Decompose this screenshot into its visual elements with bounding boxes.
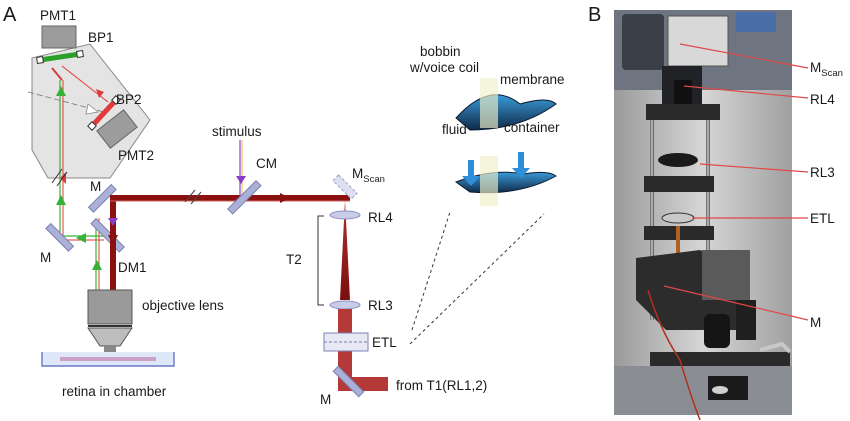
bp2-label: BP2 [116, 92, 142, 107]
relay-lens-rl3 [329, 300, 361, 310]
mirror-m-bottom-label: M [320, 392, 331, 407]
excitation-beam [108, 189, 350, 305]
rl3-label: RL3 [368, 298, 393, 313]
detection-unit [27, 43, 151, 179]
voice-coil-label: w/voice coil [409, 60, 479, 75]
mscan-label: MScan [352, 166, 385, 185]
relay-lens-rl4 [329, 210, 361, 220]
bp1-filter-icon [39, 51, 81, 63]
bobbin-label: bobbin [420, 44, 461, 59]
membrane-label: membrane [500, 72, 565, 87]
photo-mscan-label: MScan [810, 60, 843, 79]
relay-beam-t2 [340, 200, 350, 300]
t2-bracket [317, 215, 324, 306]
panel-label-a: A [3, 4, 17, 26]
t2-label: T2 [286, 252, 302, 267]
panel-label-b: B [588, 4, 601, 26]
etl-label: ETL [372, 335, 397, 350]
bp1-label: BP1 [88, 30, 114, 45]
dm1-label: DM1 [118, 260, 147, 275]
photo-m-label: M [810, 315, 821, 330]
combiner-mirror-cm [227, 180, 262, 215]
scan-mirror-icon [332, 174, 358, 200]
stimulus-label: stimulus [212, 124, 262, 139]
objective-label: objective lens [142, 298, 224, 313]
container-label: container [504, 120, 560, 135]
from-t1-label: from T1(RL1,2) [396, 378, 487, 393]
photo-rl3-label: RL3 [810, 165, 835, 180]
pmt1-icon [41, 25, 77, 49]
mirror-m-bottom [332, 365, 365, 398]
pmt2-icon [96, 109, 138, 149]
emission-beam [51, 80, 104, 290]
mirror-m-left-label: M [90, 179, 101, 194]
mirror-m-lower-left-label: M [40, 250, 51, 265]
photo-rl4-label: RL4 [810, 92, 835, 107]
etl-inset [409, 78, 557, 345]
setup-photo [614, 10, 792, 421]
photo-callouts [663, 43, 809, 321]
rl4-label: RL4 [368, 210, 393, 225]
fluid-label: fluid [442, 122, 467, 137]
dichroic-green-red [51, 67, 63, 81]
cm-label: CM [256, 156, 277, 171]
objective-lens-icon [87, 289, 133, 352]
mirror-m-lower-left [45, 222, 75, 252]
mirror-m-left [87, 183, 117, 213]
photo-etl-label: ETL [810, 211, 835, 226]
bp2-filter-icon [90, 98, 118, 128]
pmt1-label: PMT1 [40, 8, 76, 23]
pmt2-label: PMT2 [118, 148, 154, 163]
retina-label: retina in chamber [62, 384, 167, 399]
